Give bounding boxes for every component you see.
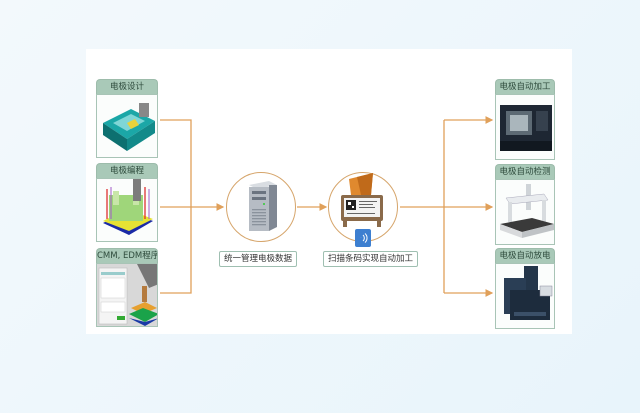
node-label: 电极设计	[96, 79, 158, 94]
input-node-electrode-design: 电极设计	[96, 79, 158, 158]
input-node-cmm-edm-program: CMM, EDM程序	[96, 248, 158, 327]
cnc-machining-center-icon	[495, 94, 555, 160]
scan-caption: 扫描条码实现自动加工	[323, 251, 419, 267]
scan-circle	[328, 172, 398, 242]
output-node-auto-edm: 电极自动放电	[495, 248, 555, 329]
output-node-auto-machining: 电极自动加工	[495, 79, 555, 160]
node-label: 电极自动放电	[495, 248, 555, 263]
electrode-programming-toolpath-icon	[96, 178, 158, 242]
input-node-electrode-programming: 电极编程	[96, 163, 158, 242]
barcode-holder-icon	[341, 173, 383, 227]
edm-machine-icon	[495, 263, 555, 329]
output-node-auto-inspection: 电极自动检测	[495, 164, 555, 245]
electrode-design-3d-model-icon	[96, 94, 158, 158]
node-label: 电极编程	[96, 163, 158, 178]
node-label: 电极自动检测	[495, 164, 555, 179]
node-label: 电极自动加工	[495, 79, 555, 94]
server-circle	[226, 172, 296, 242]
node-label: CMM, EDM程序	[96, 248, 158, 263]
cmm-edm-program-software-icon	[96, 263, 158, 327]
server-caption: 统一管理电极数据	[219, 251, 298, 267]
diagram-card	[86, 49, 572, 334]
rfid-icon: RFID	[355, 229, 371, 254]
server-tower-icon	[249, 181, 277, 231]
cmm-measuring-machine-icon	[495, 179, 555, 245]
